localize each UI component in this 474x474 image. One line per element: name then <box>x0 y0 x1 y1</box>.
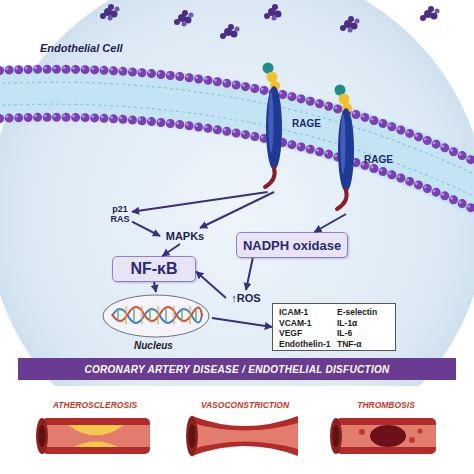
cell-membrane <box>0 68 474 214</box>
disease-label: VASOCONSTRICTION <box>185 400 305 410</box>
nucleus: Nucleus <box>100 292 212 350</box>
rage-receptor <box>330 84 362 214</box>
signal-arrow <box>132 222 160 236</box>
node-text: VCAM-1 <box>279 318 331 329</box>
signal-label: MAPKs <box>160 228 210 244</box>
node-text: ICAM-1 <box>279 307 331 318</box>
rage-receptor <box>258 62 290 192</box>
node-text: Endothelin-1 <box>279 339 331 350</box>
node-text: IL-1α <box>337 318 389 329</box>
node-text: IL-6 <box>337 328 389 339</box>
node-text: Nucleus <box>134 340 173 351</box>
disease-band: CORONARY ARTERY DISEASE / ENDOTHELIAL DI… <box>18 358 456 380</box>
enzyme-box: NADPH oxidase <box>236 232 348 258</box>
signal-arrow <box>212 318 272 327</box>
node-text: CORONARY ARTERY DISEASE / ENDOTHELIAL DI… <box>84 364 389 375</box>
signal-arrow <box>200 192 274 228</box>
signal-arrow <box>314 214 346 232</box>
signal-label: p21 RAS <box>108 203 132 225</box>
disease-label: ATHEROSCLEROSIS <box>35 400 155 410</box>
node-text: ↑ROS <box>231 292 260 304</box>
signal-label: ↑ROS <box>226 290 266 306</box>
gene-list-box: ICAM-1VCAM-1VEGFEndothelin-1E-selectinIL… <box>272 303 396 351</box>
vasoconstriction-vessel <box>186 416 298 456</box>
thrombosis-vessel <box>330 418 436 454</box>
node-text: VEGF <box>279 328 331 339</box>
signal-arrow <box>246 258 253 290</box>
lower-panel <box>0 386 474 474</box>
signal-arrow <box>162 244 180 256</box>
factor-box: NF-κB <box>112 256 196 282</box>
node-text: NADPH oxidase <box>243 238 341 253</box>
node-text: MAPKs <box>166 230 205 242</box>
node-text: E-selectin <box>337 307 389 318</box>
node-text: TNF-α <box>337 339 389 350</box>
node-text: NF-κB <box>130 260 177 278</box>
rage-receptor: RAGE <box>330 84 362 214</box>
rage-receptor: RAGE <box>258 62 290 192</box>
signal-arrow <box>132 192 268 212</box>
disease-label: THROMBOSIS <box>326 400 446 410</box>
age-proteins <box>100 4 440 39</box>
atherosclerosis-vessel <box>36 418 150 454</box>
signal-arrow <box>154 282 156 292</box>
signal-arrow <box>196 272 226 298</box>
node-text: p21 RAS <box>108 204 132 224</box>
cell-label: Endothelial Cell <box>40 42 150 54</box>
node-text: RAGE <box>292 118 321 129</box>
node-text: RAGE <box>364 154 393 165</box>
